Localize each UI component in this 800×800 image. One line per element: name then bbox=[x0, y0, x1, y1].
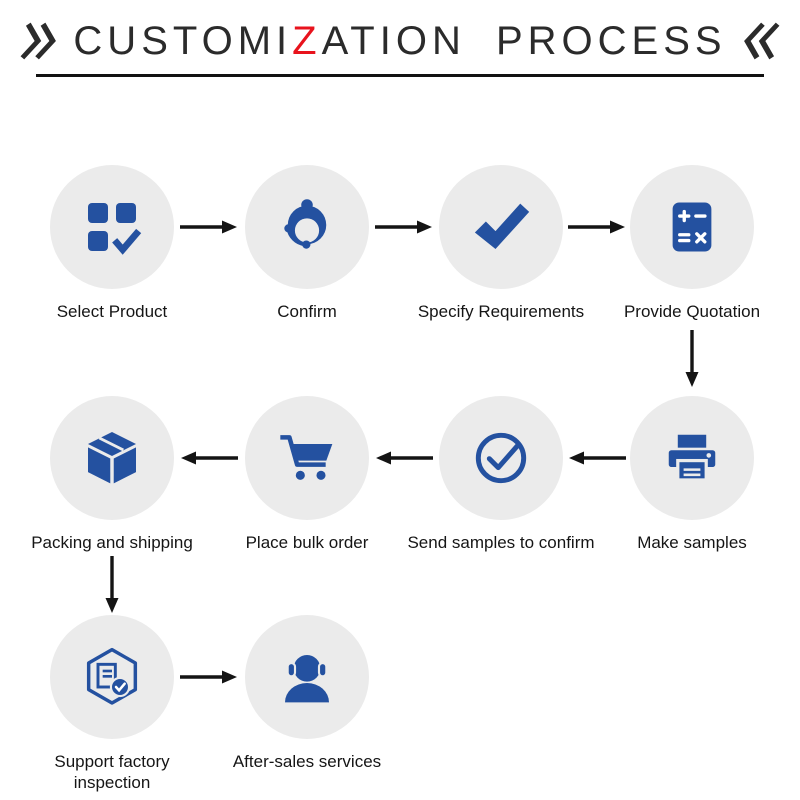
step-label: Specify Requirements bbox=[417, 302, 585, 321]
shield-document-check-icon bbox=[86, 647, 138, 705]
arrow-down-icon bbox=[105, 556, 119, 613]
step-label: Confirm bbox=[277, 302, 337, 321]
step-after-sales: After-sales services bbox=[207, 615, 407, 772]
step-label: Support factory inspection bbox=[54, 752, 170, 793]
package-box-icon bbox=[88, 432, 136, 484]
title-highlight-letter: Z bbox=[292, 18, 322, 63]
checkmark-icon bbox=[474, 203, 530, 249]
step-label: Make samples bbox=[637, 533, 747, 552]
step-label: Select Product bbox=[56, 302, 168, 321]
step-circle bbox=[245, 615, 369, 739]
step-confirm: Confirm bbox=[207, 165, 407, 322]
step-circle bbox=[439, 165, 563, 289]
customer-service-icon bbox=[284, 199, 327, 249]
title-segment: ATION PROCESS bbox=[321, 18, 727, 63]
step-circle bbox=[50, 165, 174, 289]
step-circle bbox=[630, 165, 754, 289]
arrow-right-icon bbox=[568, 220, 625, 234]
headset-person-icon bbox=[285, 655, 329, 703]
circle-check-icon bbox=[475, 432, 527, 484]
step-send-samples: Send samples to confirm bbox=[401, 396, 601, 553]
step-circle bbox=[50, 396, 174, 520]
step-label: Provide Quotation bbox=[623, 302, 761, 321]
left-double-chevron-icon bbox=[20, 22, 57, 60]
step-place-bulk-order: Place bulk order bbox=[207, 396, 407, 553]
step-provide-quotation: Provide Quotation bbox=[592, 165, 792, 322]
right-double-chevron-icon bbox=[743, 22, 779, 60]
step-select-product: Select Product bbox=[12, 165, 212, 322]
calculator-icon bbox=[672, 202, 712, 252]
step-label: Packing and shipping bbox=[31, 533, 193, 552]
step-packing-shipping: Packing and shipping bbox=[12, 396, 212, 553]
arrow-down-icon bbox=[685, 330, 699, 387]
step-factory-inspection: Support factory inspection bbox=[12, 615, 212, 794]
step-specify-requirements: Specify Requirements bbox=[401, 165, 601, 322]
title-underline bbox=[36, 74, 764, 77]
step-label: Send samples to confirm bbox=[407, 533, 595, 552]
step-circle bbox=[50, 615, 174, 739]
printer-icon bbox=[668, 434, 716, 482]
arrow-right-icon bbox=[180, 220, 237, 234]
shopping-cart-icon bbox=[280, 435, 333, 480]
arrow-left-icon bbox=[181, 451, 238, 465]
arrow-right-icon bbox=[375, 220, 432, 234]
step-circle bbox=[245, 165, 369, 289]
step-make-samples: Make samples bbox=[592, 396, 792, 553]
step-circle bbox=[245, 396, 369, 520]
arrow-right-icon bbox=[180, 670, 237, 684]
title-segment: CUSTOMI bbox=[73, 18, 293, 63]
step-circle bbox=[439, 396, 563, 520]
product-grid-check-icon bbox=[88, 203, 142, 255]
step-label: Place bulk order bbox=[245, 533, 369, 552]
arrow-left-icon bbox=[569, 451, 626, 465]
step-label: After-sales services bbox=[232, 752, 382, 771]
page-title: CUSTOMIZATION PROCESS bbox=[0, 14, 800, 68]
step-circle bbox=[630, 396, 754, 520]
arrow-left-icon bbox=[376, 451, 433, 465]
title-text: CUSTOMIZATION PROCESS bbox=[73, 19, 726, 64]
